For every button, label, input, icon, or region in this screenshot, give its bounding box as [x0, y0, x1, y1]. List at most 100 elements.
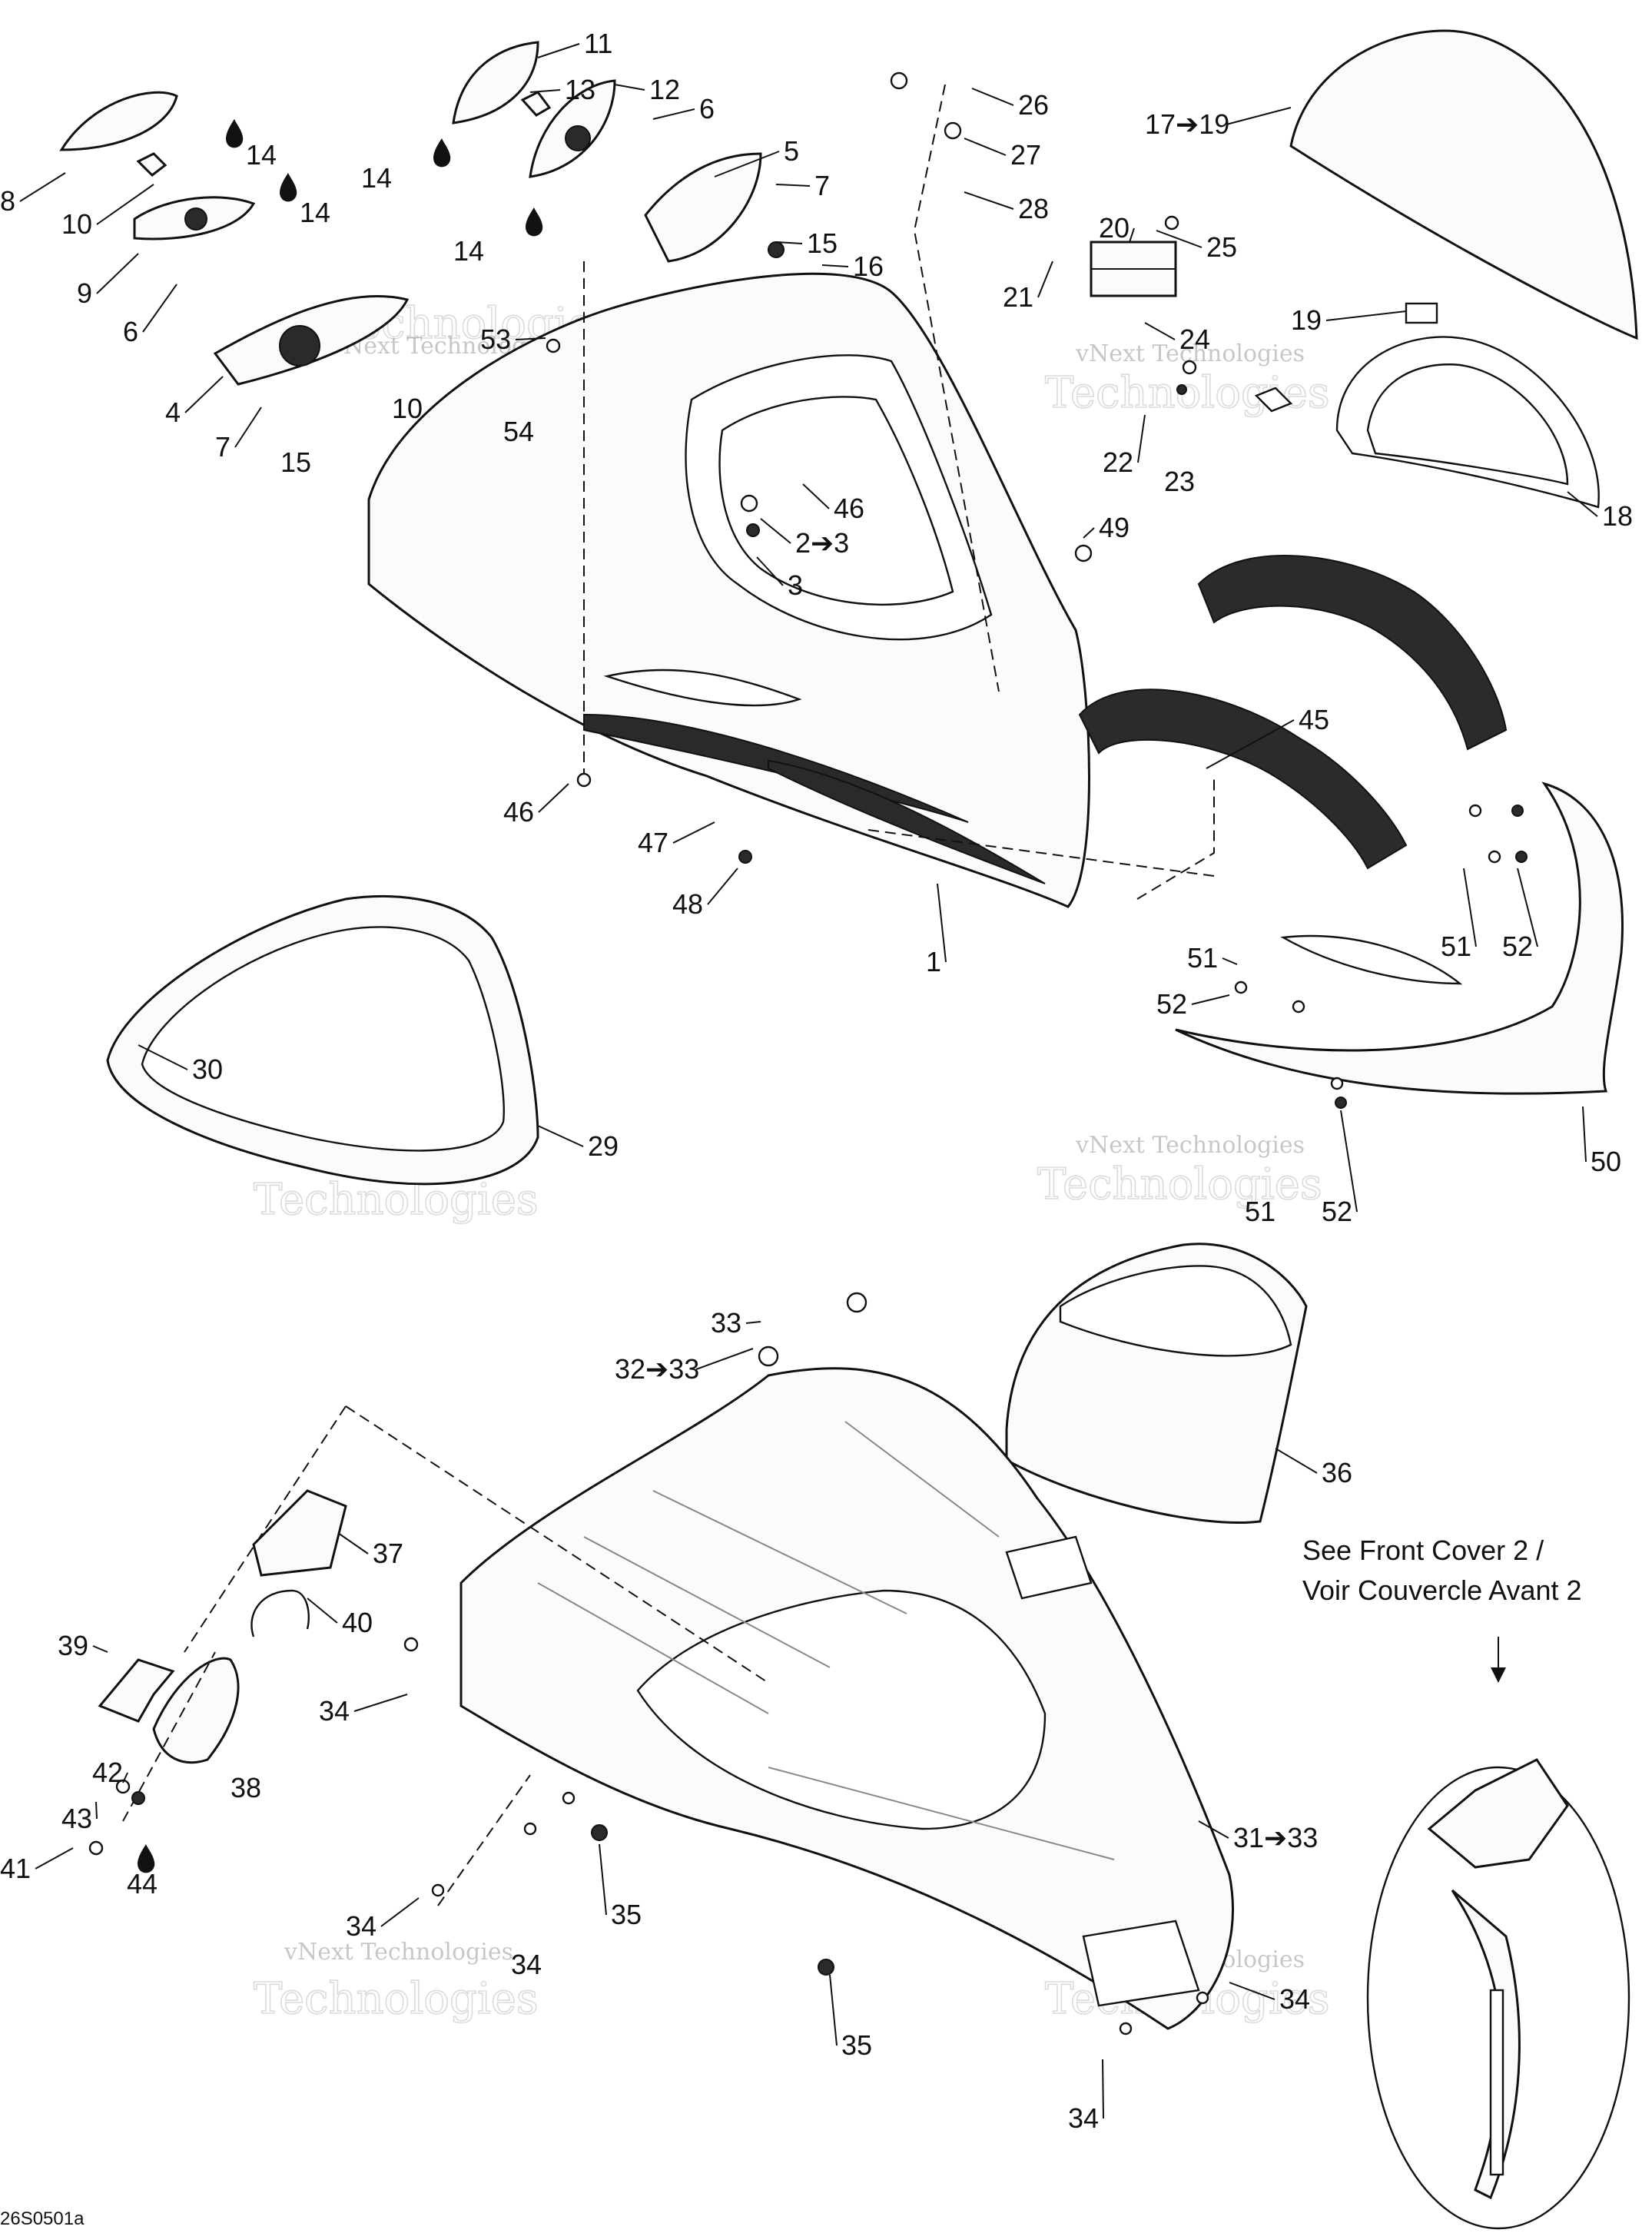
front-frame — [459, 1367, 1234, 2030]
callout-label: 49 — [1099, 512, 1130, 543]
callout-label: 45 — [1299, 704, 1329, 735]
callout-label: 28 — [1018, 193, 1049, 224]
left-mirror-assembly — [59, 91, 256, 241]
leader-line — [775, 241, 803, 244]
leader-line — [95, 1801, 98, 1820]
callout-label: 41 — [0, 1853, 31, 1884]
leader-line — [1325, 310, 1407, 321]
leader-line — [1340, 1110, 1358, 1213]
callout-label: 52 — [1156, 988, 1187, 1020]
leader-line — [614, 84, 645, 91]
leader-line — [1206, 719, 1295, 769]
callout-label: 31➔33 — [1233, 1822, 1318, 1853]
leader-line — [537, 43, 580, 58]
leader-line — [1229, 1982, 1275, 2000]
callout-label: 53 — [480, 324, 511, 355]
leader-line — [184, 376, 224, 413]
leader-line — [707, 868, 738, 905]
callout-label: 46 — [503, 796, 534, 828]
callout-label: 47 — [638, 827, 668, 858]
leader-line — [1517, 868, 1538, 947]
leader-line — [775, 184, 811, 187]
callout-label: 48 — [672, 888, 703, 920]
leader-line — [138, 1044, 188, 1070]
callout-label: 21 — [1003, 281, 1033, 313]
leader-line — [745, 1321, 761, 1324]
watermark-big: Technologies — [1045, 368, 1330, 418]
callout-label: 51 — [1245, 1196, 1275, 1227]
leader-line — [971, 88, 1014, 106]
callout-label: 25 — [1206, 231, 1237, 263]
drop-icon-group — [138, 119, 543, 1873]
leader-line — [1226, 107, 1292, 125]
callout-label: 27 — [1010, 139, 1041, 171]
callout-label: 24 — [1179, 324, 1210, 355]
leader-line — [1567, 491, 1598, 517]
callout-label: 26 — [1018, 89, 1049, 121]
callout-label: 51 — [1187, 942, 1218, 974]
leader-line — [695, 1348, 754, 1370]
callout-label: 13 — [565, 74, 595, 105]
callout-label: 18 — [1602, 500, 1633, 532]
callout-label: 7 — [814, 170, 830, 201]
drop-icon — [433, 138, 451, 168]
callout-label: 11 — [584, 28, 612, 59]
leader-line — [35, 1847, 74, 1870]
leader-line — [515, 337, 546, 340]
watermark-big: Technologies — [1037, 1160, 1322, 1209]
watermark-big: Technologies — [254, 1974, 539, 2024]
leader-line — [1222, 957, 1238, 965]
leader-line — [234, 406, 262, 448]
drop-icon — [138, 1844, 155, 1873]
front-trim — [1175, 781, 1624, 1095]
leader-line — [672, 821, 715, 844]
latch-38 — [152, 1657, 240, 1764]
windshield — [1289, 29, 1638, 340]
callout-label: 6 — [699, 93, 715, 124]
callout-label: 20 — [1099, 212, 1130, 244]
leader-line — [1275, 1448, 1318, 1474]
callout-label: 50 — [1591, 1146, 1621, 1177]
right-mirror-mount — [644, 152, 762, 263]
leader-line — [96, 253, 139, 294]
leader-line — [1144, 322, 1176, 340]
leader-line — [1156, 230, 1203, 248]
callout-label: 14 — [246, 139, 277, 171]
leader-line — [760, 518, 791, 544]
air-hoses — [1078, 555, 1508, 870]
callout-label: 17➔19 — [1145, 108, 1229, 140]
leader-line — [92, 1645, 108, 1653]
watermark-small: vNext Technologies — [1075, 1132, 1305, 1159]
callout-label: 34 — [511, 1949, 542, 1980]
fasteners — [88, 71, 1528, 2036]
callout-label: 29 — [588, 1130, 619, 1162]
see-front-cover-note-line2: Voir Couvercle Avant 2 — [1302, 1574, 1582, 1606]
callout-label: 23 — [1164, 466, 1195, 497]
callout-label: 34 — [319, 1695, 350, 1727]
leader-line — [756, 556, 784, 586]
callout-label: 42 — [92, 1757, 123, 1788]
callout-label: 14 — [361, 162, 392, 194]
front-cover-assembly — [367, 272, 1090, 908]
leader-line — [142, 284, 177, 333]
leader-line — [1198, 1820, 1229, 1839]
callout-label: 52 — [1322, 1196, 1352, 1227]
callout-label: 8 — [0, 185, 15, 217]
callout-label: 54 — [503, 416, 534, 447]
callout-label: 35 — [841, 2029, 872, 2061]
callout-label: 32➔33 — [615, 1353, 699, 1385]
leader-line — [964, 138, 1007, 156]
callout-label: 6 — [123, 316, 138, 347]
leader-line — [652, 108, 695, 120]
leader-line — [937, 883, 947, 963]
leader-line — [380, 1897, 420, 1927]
callout-label: 3 — [788, 569, 803, 601]
callout-label: 40 — [342, 1607, 373, 1638]
front-cover-2-inset — [1366, 1637, 1630, 2230]
lever-39 — [98, 1658, 175, 1723]
clip-40 — [250, 1589, 310, 1637]
bracket-37 — [252, 1489, 347, 1577]
callout-label: 12 — [649, 74, 680, 105]
